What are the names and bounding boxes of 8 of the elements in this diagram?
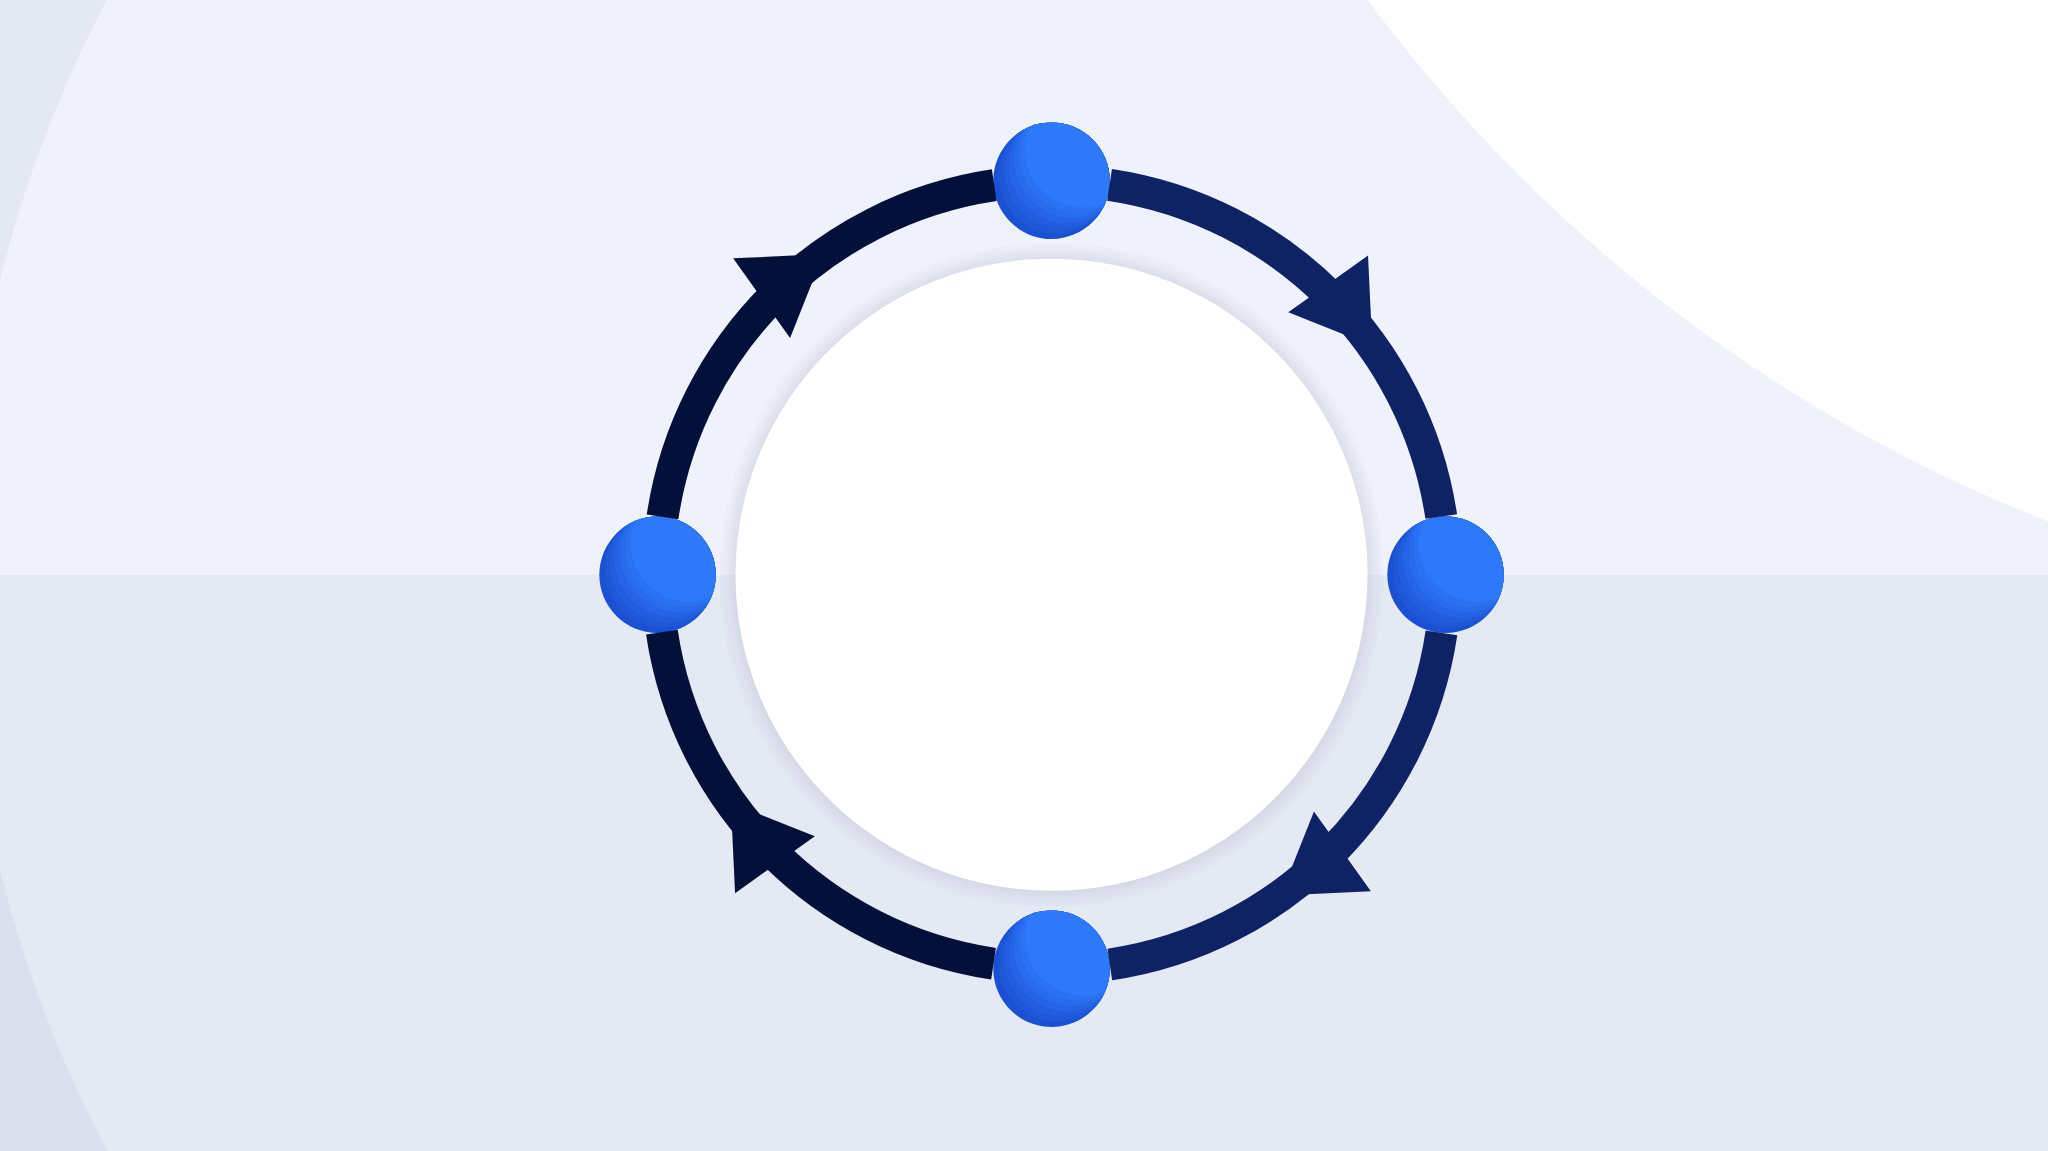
curved-arrow [646,169,998,520]
curved-arrow [1106,169,1457,520]
curved-arrow [1106,629,1458,981]
circle-node [993,122,1110,239]
circle-node [1387,516,1504,633]
curved-arrow [646,628,997,980]
circle-node [599,516,716,633]
circle-node [993,910,1110,1027]
